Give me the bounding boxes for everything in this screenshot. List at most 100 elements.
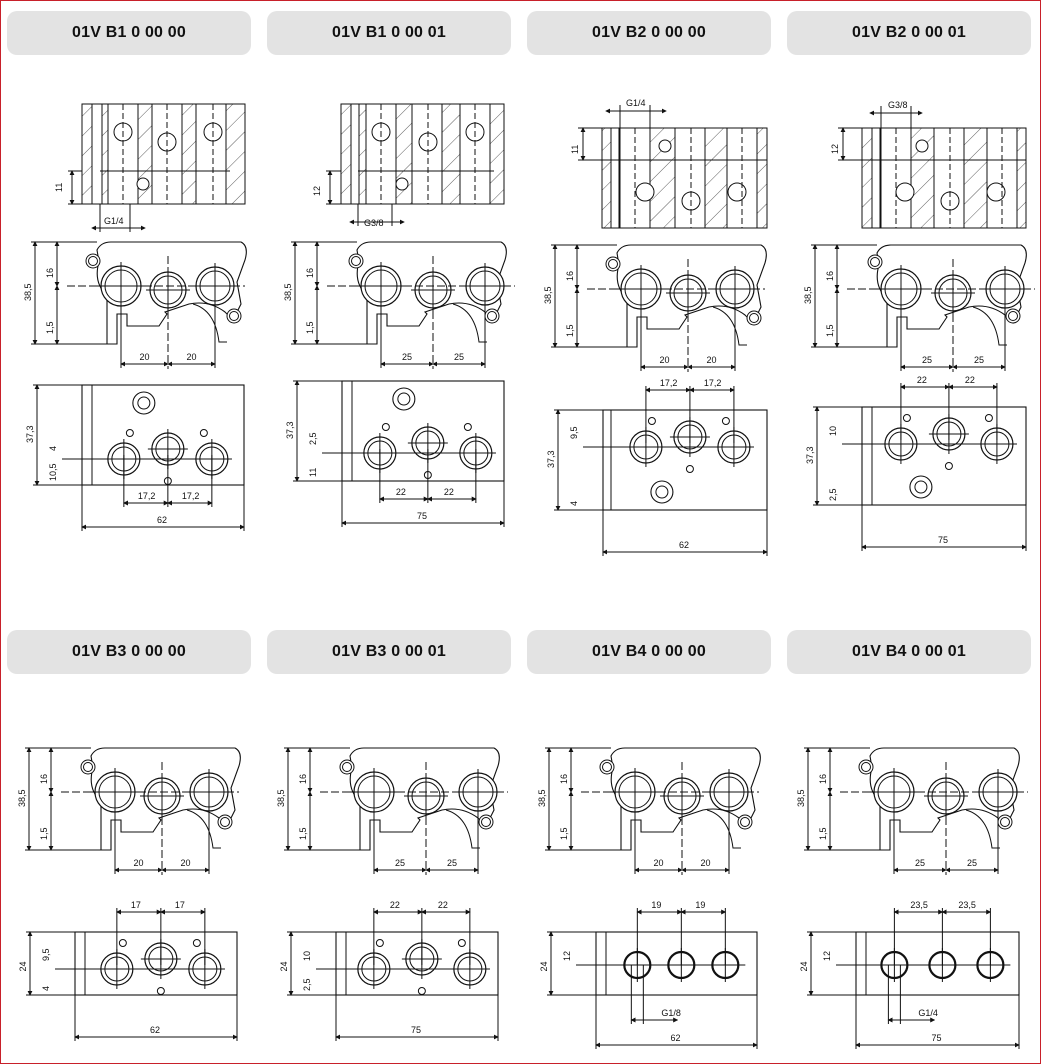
dim-d1-5: 9,5 [41, 948, 51, 961]
dim-pitch-left-5: 20 [134, 858, 144, 868]
dim-d1-1: 4 [48, 446, 58, 451]
dim-upper-4: 16 [825, 271, 835, 281]
dim-d2-2: 11 [308, 468, 318, 477]
dim-lower-8: 1,5 [818, 827, 828, 840]
dim-width-3: 62 [679, 540, 689, 550]
dim-pitch-right-5: 20 [181, 858, 191, 868]
dim-pitch-right-4: 25 [974, 355, 984, 365]
dim-pitch-right-plan-8: 23,5 [958, 900, 976, 910]
dim-width-2: 75 [417, 511, 427, 521]
dim-width-8: 75 [932, 1033, 942, 1043]
dim-d1-3: 9,5 [569, 426, 579, 439]
thread-label-plan-8: G1/4 [918, 1008, 938, 1018]
dim-pitch-left-plan-2: 22 [396, 487, 406, 497]
thread-label-2: G3/8 [364, 218, 384, 228]
dim-total-4: 38,5 [803, 286, 813, 304]
dim-pitch-right-plan-2: 22 [444, 487, 454, 497]
section-view-2 [326, 103, 505, 226]
dim-pitch-right-8: 25 [967, 858, 977, 868]
dim-d2-6: 2,5 [302, 978, 312, 991]
dim-height-1: 37,3 [25, 425, 35, 443]
dim-total-3: 38,5 [543, 286, 553, 304]
dim-d1-2: 2,5 [308, 432, 318, 445]
dim-pitch-right-plan-5: 17 [175, 900, 185, 910]
dim-pitch-left-8: 25 [915, 858, 925, 868]
dim-d2-4: 2,5 [828, 488, 838, 501]
variant-title-7: 01V B4 0 00 00 [527, 630, 771, 674]
dim-pitch-left-4: 25 [922, 355, 932, 365]
dim-lower-2: 1,5 [305, 321, 315, 334]
thread-label-4: G3/8 [888, 100, 908, 110]
dim-pitch-left-plan-4: 22 [917, 375, 927, 385]
dim-height-4: 37,3 [805, 446, 815, 464]
plan-view-2: 37,3 2,5 11 22 22 75 [285, 380, 505, 527]
variant-title-1: 01V B1 0 00 00 [7, 11, 251, 55]
dim-total-8: 38,5 [796, 789, 806, 807]
dim-lower-1: 1,5 [45, 321, 55, 334]
variant-title-2: 01V B1 0 00 01 [267, 11, 511, 55]
dim-width-4: 75 [938, 535, 948, 545]
section-view-3 [578, 105, 768, 229]
dim-pitch-left-plan-1: 17,2 [138, 491, 156, 501]
dim-d1-8: 12 [822, 951, 832, 961]
depth-label-1: 11 [54, 183, 64, 192]
thread-label-1: G1/4 [104, 216, 124, 226]
dim-pitch-left-1: 20 [140, 352, 150, 362]
dim-pitch-left-7: 20 [654, 858, 664, 868]
profile-view-4: 38,5 16 1,5 25 25 [803, 244, 1035, 372]
dim-pitch-right-7: 20 [701, 858, 711, 868]
dim-total-1: 38,5 [23, 283, 33, 301]
thread-label-3: G1/4 [626, 98, 646, 108]
dim-lower-4: 1,5 [825, 324, 835, 337]
dim-pitch-right-1: 20 [187, 352, 197, 362]
variant-title-6: 01V B3 0 00 01 [267, 630, 511, 674]
section-view-4 [838, 106, 1027, 229]
depth-label-3: 11 [570, 145, 580, 154]
dim-d1-6: 10 [302, 951, 312, 961]
dim-width-7: 62 [671, 1033, 681, 1043]
dim-upper-6: 16 [298, 774, 308, 784]
dim-pitch-right-plan-1: 17,2 [182, 491, 200, 501]
dim-width-1: 62 [157, 515, 167, 525]
dim-height-3: 37,3 [546, 450, 556, 468]
dim-pitch-right-plan-4: 22 [965, 375, 975, 385]
dim-total-2: 38,5 [283, 283, 293, 301]
dim-upper-3: 16 [565, 271, 575, 281]
profile-view-1: 38,5 16 1,5 20 20 [23, 241, 247, 369]
section-view-1 [68, 103, 246, 232]
dim-pitch-left-3: 20 [660, 355, 670, 365]
dim-height-6: 24 [279, 961, 289, 971]
dim-pitch-left-6: 25 [395, 858, 405, 868]
depth-label-4: 12 [830, 144, 840, 154]
dim-d1-7: 12 [562, 951, 572, 961]
dim-lower-5: 1,5 [39, 827, 49, 840]
dim-width-5: 62 [150, 1025, 160, 1035]
dim-upper-7: 16 [559, 774, 569, 784]
dim-total-7: 38,5 [537, 789, 547, 807]
dim-pitch-left-2: 25 [402, 352, 412, 362]
dim-d2-5: 4 [41, 986, 51, 991]
dim-upper-1: 16 [45, 268, 55, 278]
dim-height-2: 37,3 [285, 421, 295, 439]
dim-pitch-left-plan-7: 19 [651, 900, 661, 910]
dim-pitch-right-6: 25 [447, 858, 457, 868]
dim-height-8: 24 [799, 961, 809, 971]
dim-height-5: 24 [18, 961, 28, 971]
dim-lower-6: 1,5 [298, 827, 308, 840]
variant-title-5: 01V B3 0 00 00 [7, 630, 251, 674]
dim-upper-5: 16 [39, 774, 49, 784]
dim-pitch-right-3: 20 [707, 355, 717, 365]
variant-title-3: 01V B2 0 00 00 [527, 11, 771, 55]
depth-label-2: 12 [312, 186, 322, 196]
dim-pitch-right-plan-7: 19 [695, 900, 705, 910]
